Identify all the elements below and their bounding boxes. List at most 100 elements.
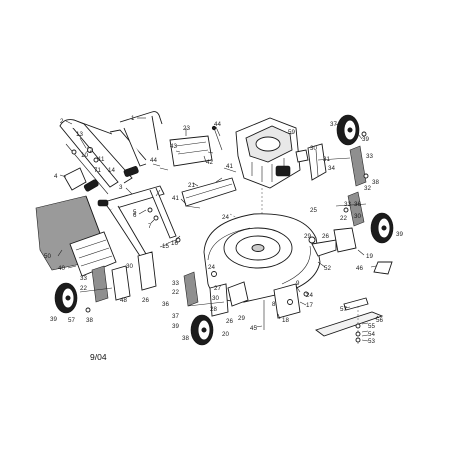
wheel-right	[370, 212, 394, 244]
callout: 29	[304, 233, 311, 240]
callout: 4	[54, 173, 58, 180]
callout: 55	[368, 323, 375, 330]
callout: 27	[214, 285, 221, 292]
callout: 39	[396, 231, 403, 238]
callout: 9	[296, 280, 300, 287]
blade-bolt-stack	[355, 306, 361, 344]
side-discharge-52	[311, 239, 337, 257]
callout: 8	[272, 301, 276, 308]
callout: 37	[330, 121, 337, 128]
wheel-bottom-center	[190, 314, 214, 346]
handle-control-bar	[119, 111, 163, 167]
callout: 33	[366, 153, 373, 160]
callout: 33	[172, 280, 179, 287]
callout: 6	[133, 212, 137, 219]
bolt-44	[211, 125, 223, 151]
callout: 30	[310, 145, 317, 152]
callout: 43	[170, 143, 177, 150]
callout: 29	[238, 315, 245, 322]
callout: 57	[340, 306, 347, 313]
callout: 20	[222, 331, 229, 338]
callout: 32	[364, 185, 371, 192]
callout: 44	[214, 121, 221, 128]
callout: 22	[172, 289, 179, 296]
callout: 1	[131, 115, 135, 122]
rear-deflector-23	[169, 135, 213, 167]
height-adjuster-left	[79, 251, 157, 313]
callout: 56	[376, 317, 383, 324]
callout: 18	[282, 317, 289, 324]
callout: 46	[356, 265, 363, 272]
callout: 23	[183, 125, 190, 132]
wheel-top-right	[336, 114, 360, 146]
callout: 38	[372, 179, 379, 186]
height-adjuster-bottom-center	[183, 271, 249, 317]
callout: 33	[80, 275, 87, 282]
callout: 26	[142, 297, 149, 304]
callout: 33	[344, 201, 351, 208]
mower-deck	[203, 213, 321, 303]
callout: 50	[44, 253, 51, 260]
lower-handle	[97, 185, 177, 257]
callout: 39	[362, 136, 369, 143]
height-adjuster-top-right	[307, 143, 367, 187]
callout: 17	[306, 302, 313, 309]
upper-handle	[59, 119, 147, 195]
callout: 31	[323, 156, 330, 163]
callout: 25	[310, 207, 317, 214]
callout: 42	[206, 159, 213, 166]
grass-catcher-bag	[35, 195, 117, 277]
callout: 22	[340, 215, 347, 222]
callout: 54	[368, 331, 375, 338]
height-adjuster-right	[308, 191, 367, 253]
callout: 38	[182, 335, 189, 342]
callout: 14	[108, 167, 115, 174]
callout: 11	[98, 156, 105, 163]
axle-small-parts-top-right	[361, 131, 369, 179]
callout: 21	[188, 182, 195, 189]
callout: 52	[324, 265, 331, 272]
callout: 59	[288, 129, 295, 136]
wheel-bottom-left	[54, 282, 78, 314]
callout: 22	[80, 285, 87, 292]
callout: 30	[126, 263, 133, 270]
callout: 71	[94, 167, 101, 174]
callout: 30	[212, 295, 219, 302]
callout: 41	[226, 163, 233, 170]
callout: 30	[354, 213, 361, 220]
callout: 16	[171, 240, 178, 247]
callout: 45	[250, 325, 257, 332]
rear-flap-21	[181, 177, 237, 207]
callout: 44	[150, 157, 157, 164]
callout: 57	[68, 317, 75, 324]
callout: 36	[162, 301, 169, 308]
handle-bracket-4	[63, 167, 87, 191]
handle-grip-left	[83, 166, 139, 192]
callout: 2	[60, 118, 64, 125]
callout: 3	[119, 184, 123, 191]
callout: 10	[81, 152, 88, 159]
callout: 12	[86, 147, 93, 154]
callout: 13	[76, 131, 83, 138]
callout: 53	[368, 338, 375, 345]
callout: 26	[322, 233, 329, 240]
callout: 24	[208, 264, 215, 271]
callout: 19	[366, 253, 373, 260]
callout: 39	[172, 323, 179, 330]
callout: 37	[172, 313, 179, 320]
leader-lines	[57, 117, 379, 342]
date-code: 9/04	[90, 352, 107, 362]
blade-adapter-57	[343, 297, 369, 311]
callout: 15	[162, 243, 169, 250]
callout: 48	[120, 297, 127, 304]
callout: 26	[226, 318, 233, 325]
blade-56	[315, 311, 384, 337]
callout: 40	[58, 265, 65, 272]
engine-59	[235, 117, 309, 189]
callout: 24	[306, 292, 313, 299]
callout-labels: 1 2 3 4 5 6 7 10 11 12 13 14 15 16 21 23…	[44, 115, 403, 345]
callout: 5	[133, 209, 137, 216]
callout: 34	[328, 165, 335, 172]
callout: 24	[222, 214, 229, 221]
